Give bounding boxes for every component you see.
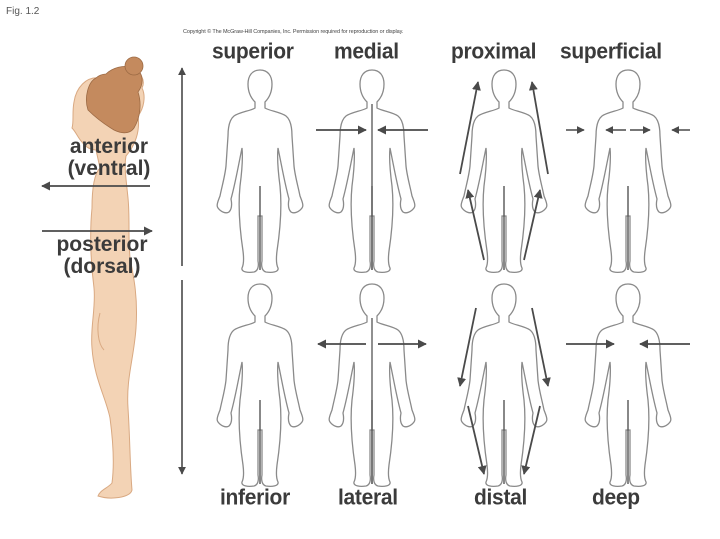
- distal-arrow-icon: [531, 307, 551, 387]
- superior-inferior-arrows: [178, 67, 186, 475]
- proximal-body-figure: [454, 66, 554, 274]
- posterior-term: posterior: [56, 233, 148, 256]
- proximal-arrow-icon: [465, 189, 485, 261]
- proximal-label: proximal: [451, 39, 537, 64]
- medial-label: medial: [334, 39, 399, 64]
- proximal-arrow-icon: [523, 189, 543, 261]
- copyright-notice: Copyright © The McGraw-Hill Companies, I…: [183, 29, 404, 35]
- superficial-body-figure: [566, 66, 690, 274]
- proximal-arrow-icon: [459, 81, 481, 175]
- superficial-label: superficial: [560, 39, 662, 64]
- distal-label: distal: [474, 485, 528, 510]
- deep-body-figure: [566, 280, 690, 488]
- proximal-arrow-icon: [528, 81, 549, 175]
- posterior-label: posterior (dorsal): [42, 234, 162, 278]
- anterior-posterior-arrows: [41, 181, 153, 236]
- medial-body-figure: [316, 66, 428, 274]
- ventral-term: (ventral): [67, 157, 151, 180]
- anterior-label: anterior (ventral): [54, 136, 164, 180]
- distal-body-figure: [454, 280, 554, 488]
- lateral-label: lateral: [338, 485, 398, 510]
- anterior-term: anterior: [69, 135, 149, 158]
- distal-arrow-icon: [521, 405, 541, 475]
- deep-label: deep: [592, 485, 640, 510]
- inferior-label: inferior: [220, 485, 290, 510]
- distal-arrow-icon: [457, 307, 477, 387]
- superior-body-figure: [210, 66, 310, 274]
- inferior-body-figure: [210, 280, 310, 488]
- superior-label: superior: [212, 39, 294, 64]
- dorsal-term: (dorsal): [63, 255, 141, 278]
- figure-number: Fig. 1.2: [6, 6, 40, 17]
- lateral-body-figure: [317, 280, 427, 488]
- side-view-human-figure: [71, 56, 145, 499]
- distal-arrow-icon: [467, 405, 487, 475]
